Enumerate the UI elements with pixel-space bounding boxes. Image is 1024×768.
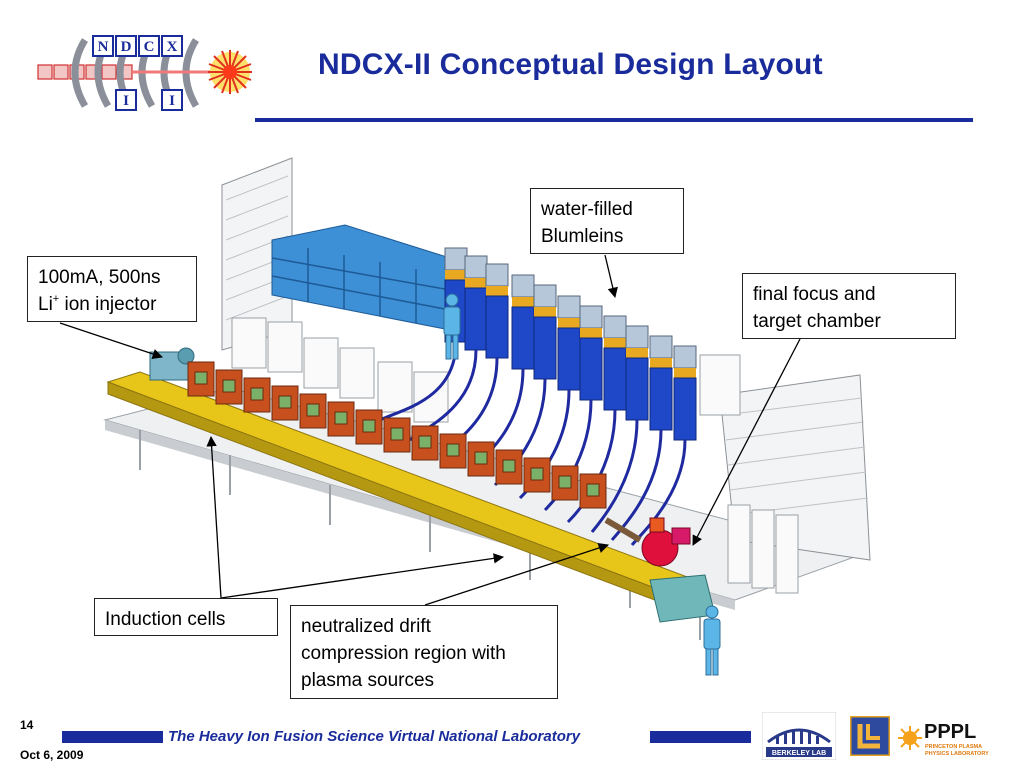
footer-bar-left bbox=[62, 731, 163, 743]
water-tank-array bbox=[271, 224, 451, 331]
callout-focus-line1: final focus and bbox=[753, 284, 876, 305]
callout-induction-cells: Induction cells bbox=[94, 598, 278, 636]
drift-compression-tube bbox=[604, 517, 642, 543]
pppl-logo: PPPL PRINCETON PLASMA PHYSICS LABORATORY bbox=[898, 721, 989, 757]
ion-injector bbox=[149, 347, 195, 381]
pppl-logo-text: PPPL bbox=[924, 721, 976, 743]
page-title: NDCX-II Conceptual Design Layout bbox=[318, 48, 823, 81]
callout-drift-region: neutralized drift compression region wit… bbox=[290, 605, 558, 699]
callout-injector-line2: Li+ ion injector bbox=[38, 291, 186, 318]
title-underline bbox=[255, 118, 973, 122]
induction-cells bbox=[187, 361, 607, 509]
callout-drift-line2: compression region with bbox=[301, 643, 506, 664]
pppl-subtitle-2: PHYSICS LABORATORY bbox=[925, 751, 989, 757]
callout-blumleins-line2: Blumleins bbox=[541, 226, 624, 247]
human-scale-figure-back bbox=[443, 293, 461, 360]
target-chamber bbox=[641, 517, 691, 567]
logo-letter-x: X bbox=[167, 39, 178, 55]
ndcx-ii-logo: N D C X I I bbox=[37, 35, 252, 111]
llnl-logo bbox=[850, 716, 890, 756]
callout-focus-line2: target chamber bbox=[753, 311, 881, 332]
pppl-sun-icon bbox=[898, 726, 922, 750]
pppl-subtitle-1: PRINCETON PLASMA bbox=[925, 744, 982, 750]
callout-blumleins: water-filled Blumleins bbox=[530, 188, 684, 254]
slide-number: 14 bbox=[20, 718, 34, 732]
callout-injector-superscript: + bbox=[52, 293, 60, 305]
berkeley-lab-logo-text: BERKELEY LAB bbox=[772, 750, 826, 757]
callout-injector: 100mA, 500ns Li+ ion injector bbox=[27, 256, 197, 322]
slide-date: Oct 6, 2009 bbox=[20, 748, 84, 762]
target-stand bbox=[649, 574, 716, 623]
human-scale-figure-front bbox=[703, 605, 721, 676]
logo-target-burst bbox=[208, 50, 252, 94]
footer-lab-name: The Heavy Ion Fusion Science Virtual Nat… bbox=[168, 728, 581, 745]
callout-target-chamber: final focus and target chamber bbox=[742, 273, 956, 339]
logo-letter-i-1: I bbox=[123, 93, 129, 109]
callout-drift-line3: plasma sources bbox=[301, 670, 435, 691]
callout-injector-line1: 100mA, 500ns bbox=[38, 267, 161, 288]
callout-induction-text: Induction cells bbox=[105, 609, 226, 630]
callout-blumleins-line1: water-filled bbox=[541, 199, 633, 220]
logo-letter-d: D bbox=[121, 39, 132, 55]
footer-bar-right bbox=[650, 731, 751, 743]
berkeley-lab-logo: BERKELEY LAB bbox=[762, 712, 836, 760]
logo-letter-i-2: I bbox=[169, 93, 175, 109]
callout-drift-line1: neutralized drift bbox=[301, 616, 431, 637]
logo-letter-c: C bbox=[144, 39, 155, 55]
callout-injector-suffix: ion injector bbox=[59, 294, 157, 315]
logo-letter-n: N bbox=[98, 39, 109, 55]
callout-injector-li: Li bbox=[38, 294, 53, 315]
